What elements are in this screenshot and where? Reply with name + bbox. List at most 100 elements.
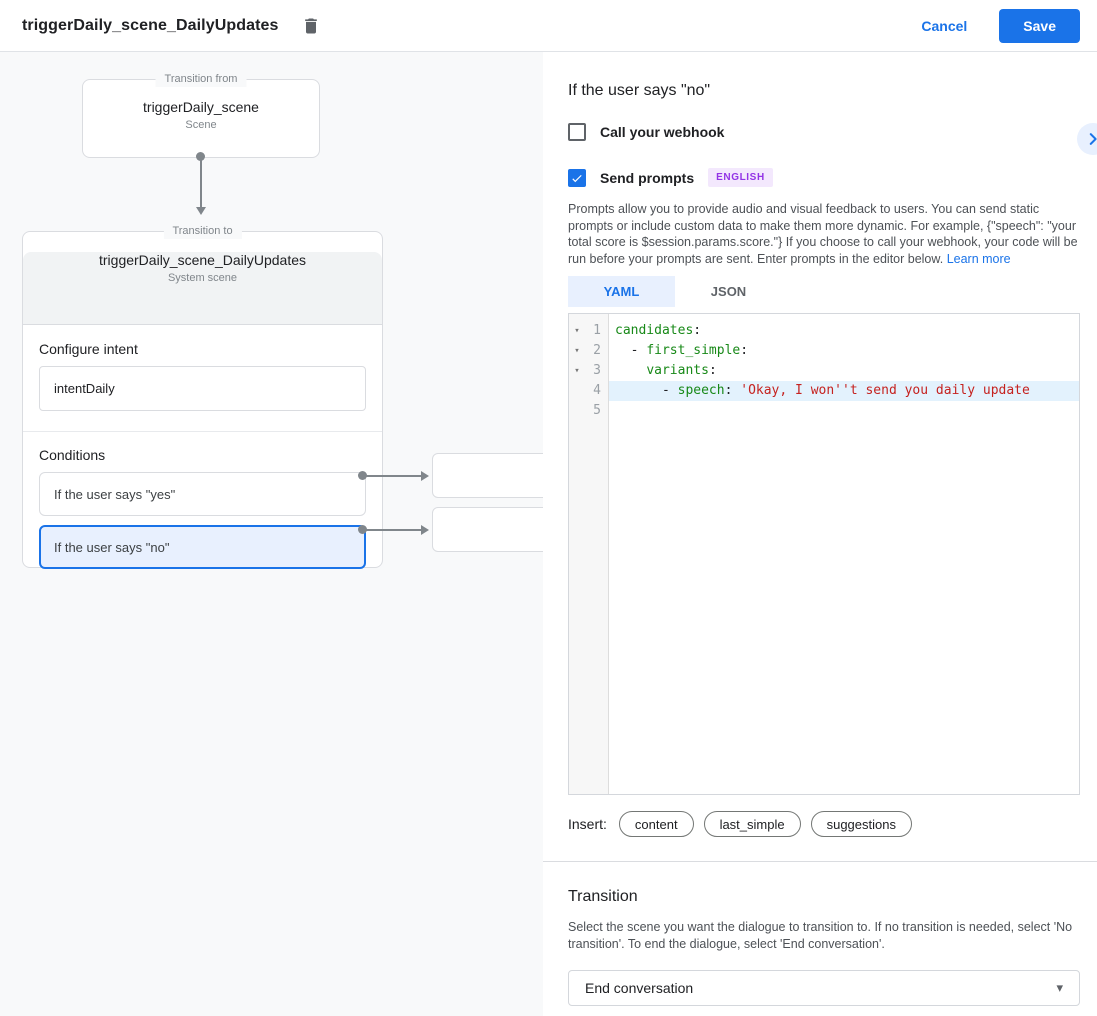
insert-chip-suggestions[interactable]: suggestions: [810, 811, 912, 837]
gutter-row: ▾ 1: [569, 321, 608, 341]
gutter-row: 4: [569, 381, 608, 401]
send-prompts-checkbox-row[interactable]: Send prompts ENGLISH: [568, 168, 1080, 187]
yaml-punct: :: [693, 323, 702, 338]
yaml-string: 'Okay, I won''t send you daily update: [740, 383, 1030, 398]
card-divider: [23, 431, 382, 432]
intent-field-value: intentDaily: [54, 381, 115, 396]
to-node-header: triggerDaily_scene_DailyUpdates System s…: [23, 252, 382, 325]
send-prompts-checkbox[interactable]: [568, 168, 586, 187]
condition-yes-label: If the user says "yes": [54, 486, 176, 502]
fold-arrow-icon[interactable]: ▾: [574, 346, 580, 356]
code-line: candidates:: [609, 321, 1079, 341]
editor-gutter: ▾ 1 ▾ 2 ▾ 3 4: [569, 314, 609, 794]
to-node-body: Configure intent intentDaily Conditions …: [23, 325, 382, 569]
yaml-punct: :: [724, 383, 741, 398]
fold-arrow-icon[interactable]: ▾: [574, 326, 580, 336]
line-number: 5: [593, 403, 601, 418]
fold-arrow-icon[interactable]: ▾: [574, 366, 580, 376]
trash-icon: [304, 18, 317, 33]
condition-no-label: If the user says "no": [54, 539, 170, 555]
save-button[interactable]: Save: [999, 8, 1080, 43]
connector-line: [363, 475, 421, 477]
connector-dot: [358, 525, 367, 534]
yaml-key: speech: [677, 383, 725, 398]
condition-detail-panel: If the user says "no" Call your webhook …: [543, 52, 1097, 1016]
condition-item-no[interactable]: If the user says "no": [39, 525, 366, 569]
condition-item-yes[interactable]: If the user says "yes": [39, 472, 366, 516]
language-badge: ENGLISH: [708, 168, 773, 187]
yaml-key: variants: [646, 363, 709, 378]
yaml-punct: :: [740, 343, 749, 358]
gutter-row: ▾ 2: [569, 341, 608, 361]
code-line: [609, 401, 1079, 421]
yaml-key: first_simple: [646, 343, 741, 358]
send-prompts-label: Send prompts: [600, 169, 695, 186]
configure-intent-label: Configure intent: [39, 341, 138, 357]
dropdown-arrow-icon: ▾: [1056, 980, 1063, 995]
connector-arrowhead-icon: [421, 471, 429, 481]
transition-from-legend: Transition from: [155, 72, 247, 87]
condition-no-target-node[interactable]: [432, 507, 562, 552]
prompts-description: Prompts allow you to provide audio and v…: [568, 201, 1080, 267]
delete-scene-button[interactable]: [297, 12, 325, 40]
editor-code-area[interactable]: candidates: - first_simple: variants: - …: [609, 314, 1079, 794]
scene-diagram-canvas: Transition from triggerDaily_scene Scene…: [0, 52, 562, 1016]
line-number: 4: [593, 383, 601, 398]
page-title: triggerDaily_scene_DailyUpdates: [22, 16, 279, 34]
panel-title: If the user says "no": [568, 82, 711, 99]
tab-yaml[interactable]: YAML: [568, 276, 675, 307]
yaml-punct: [615, 363, 646, 378]
intent-field[interactable]: intentDaily: [39, 366, 366, 411]
yaml-punct: -: [615, 383, 678, 398]
prompts-description-text: Prompts allow you to provide audio and v…: [568, 202, 1078, 266]
condition-yes-target-node[interactable]: [432, 453, 562, 498]
connector-line: [200, 157, 202, 207]
transition-description: Select the scene you want the dialogue t…: [568, 920, 1073, 951]
gutter-row: ▾ 3: [569, 361, 608, 381]
connector-dot: [358, 471, 367, 480]
insert-chip-content[interactable]: content: [618, 811, 694, 837]
yaml-punct: :: [708, 363, 717, 378]
conditions-label: Conditions: [39, 447, 106, 463]
cancel-button[interactable]: Cancel: [903, 10, 985, 42]
insert-row: Insert: content last_simple suggestions: [568, 811, 1080, 837]
webhook-checkbox-row[interactable]: Call your webhook: [568, 123, 1080, 141]
yaml-punct: -: [615, 343, 647, 358]
editor-format-tabs: YAML JSON: [568, 276, 1080, 307]
chevron-right-icon: [1089, 133, 1097, 145]
code-line: - first_simple:: [609, 341, 1079, 361]
collapse-panel-button[interactable]: [1077, 123, 1097, 155]
line-number: 2: [593, 343, 601, 358]
connector-arrowhead-icon: [196, 207, 206, 215]
insert-chip-last-simple[interactable]: last_simple: [703, 811, 801, 837]
transition-from-node[interactable]: Transition from triggerDaily_scene Scene: [82, 72, 320, 158]
from-node-title: triggerDaily_scene: [143, 99, 259, 115]
webhook-label: Call your webhook: [600, 124, 725, 140]
top-bar: triggerDaily_scene_DailyUpdates Cancel S…: [0, 0, 1097, 52]
tab-json[interactable]: JSON: [710, 284, 747, 299]
line-number: 3: [593, 363, 601, 378]
connector-dot: [196, 152, 205, 161]
prompt-section: If the user says "no" Call your webhook …: [543, 52, 1097, 861]
checkmark-icon: [572, 174, 582, 182]
connector-line: [363, 529, 421, 531]
to-node-title: triggerDaily_scene_DailyUpdates: [99, 252, 306, 268]
transition-select-value: End conversation: [585, 980, 694, 996]
line-number: 1: [593, 323, 601, 338]
code-editor[interactable]: ▾ 1 ▾ 2 ▾ 3 4: [568, 313, 1080, 795]
learn-more-link[interactable]: Learn more: [946, 251, 1011, 266]
yaml-key: candidates: [615, 323, 694, 338]
transition-select[interactable]: End conversation ▾: [568, 970, 1080, 1006]
transition-section: Transition Select the scene you want the…: [543, 861, 1097, 1006]
code-line-active: - speech: 'Okay, I won''t send you daily…: [609, 381, 1079, 401]
transition-to-legend: Transition to: [163, 224, 242, 239]
from-node-subtitle: Scene: [185, 119, 217, 131]
insert-label: Insert:: [568, 816, 607, 832]
webhook-checkbox[interactable]: [568, 123, 586, 141]
gutter-row: 5: [569, 401, 608, 421]
transition-title: Transition: [568, 888, 638, 905]
code-line: variants:: [609, 361, 1079, 381]
connector-arrowhead-icon: [421, 525, 429, 535]
transition-to-card: Transition to triggerDaily_scene_DailyUp…: [22, 224, 383, 569]
